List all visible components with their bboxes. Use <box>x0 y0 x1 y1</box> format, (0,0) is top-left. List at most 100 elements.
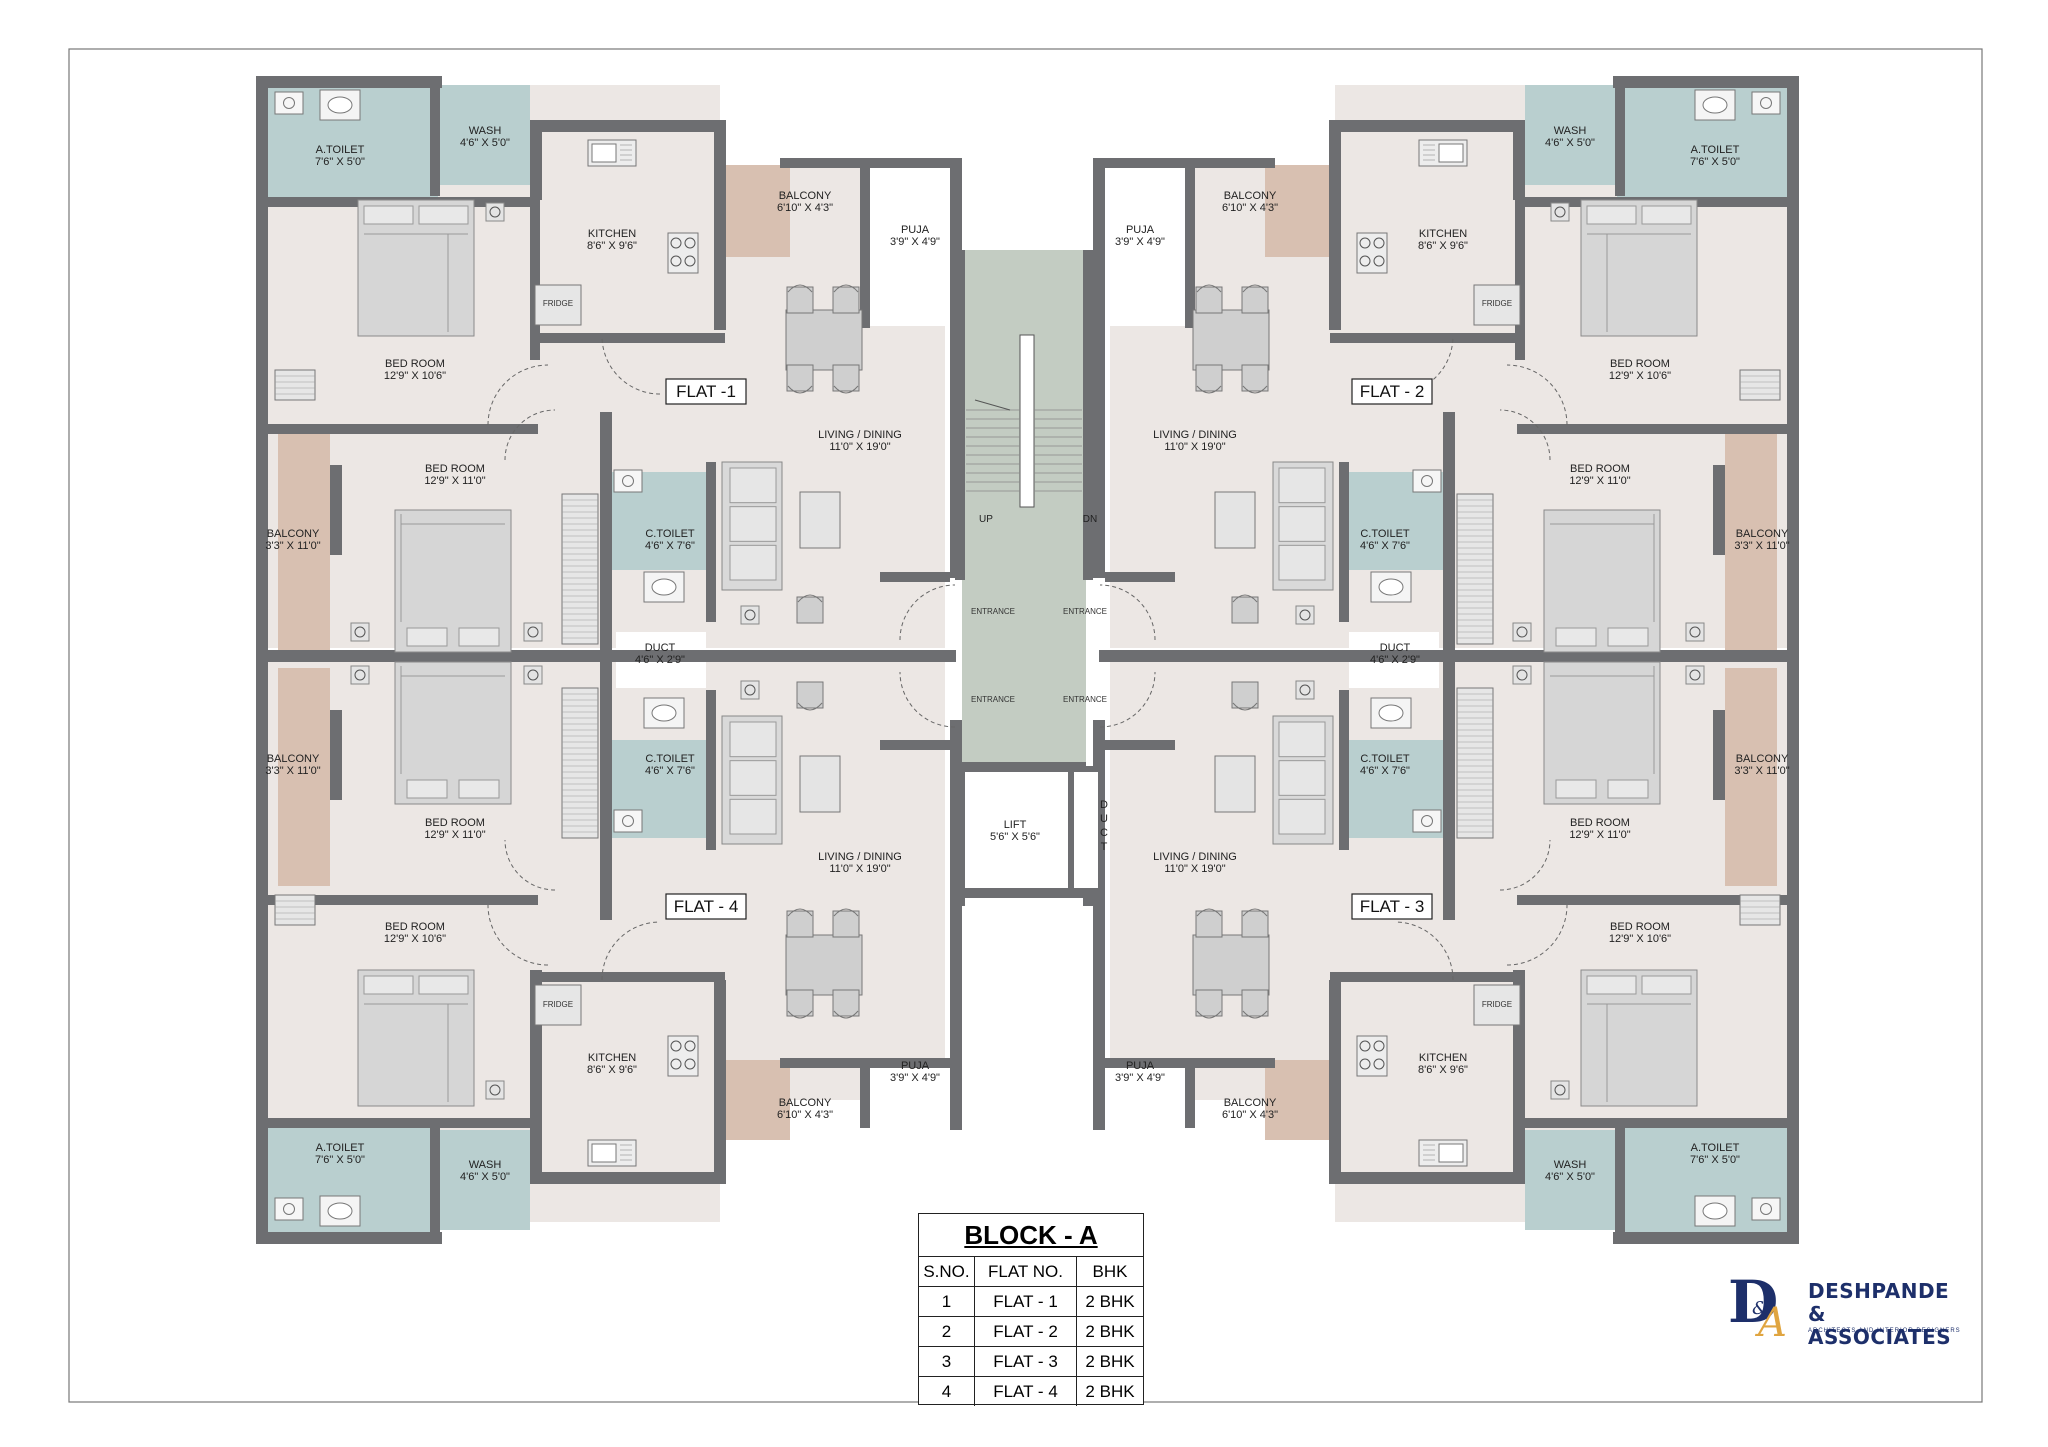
lamp <box>1689 626 1701 638</box>
room-label-living-line: LIVING / DINING <box>818 851 902 863</box>
wall <box>1517 424 1787 434</box>
lamp <box>1516 669 1528 681</box>
fridge-box <box>1473 284 1521 326</box>
svg-text:A: A <box>1754 1300 1787 1342</box>
room-label-balcony-line: 6'10" X 4'3" <box>1222 202 1278 214</box>
side-table-icon <box>485 1080 505 1100</box>
wall <box>1713 465 1725 555</box>
chair-back <box>797 594 823 603</box>
burner <box>684 1040 696 1052</box>
chair-back <box>833 1010 859 1019</box>
table-title: BLOCK - A <box>919 1214 1143 1257</box>
wc-bowl <box>1702 96 1728 114</box>
wardrobe-icon <box>1739 369 1781 401</box>
bed-icon <box>1543 661 1661 805</box>
wall <box>1068 772 1074 888</box>
stove-icon <box>667 232 699 274</box>
room-label-duct-line: DUCT <box>645 642 676 654</box>
chair-back <box>1196 385 1222 394</box>
wc-bowl <box>1702 1202 1728 1220</box>
coffee-table <box>799 491 841 549</box>
room-label-kitchen-line: KITCHEN <box>588 1052 636 1064</box>
room-label-balcony-line: BALCONY <box>267 753 320 765</box>
room-label-wash-line: WASH <box>469 1159 502 1171</box>
wall <box>955 766 965 906</box>
entrance-label-line: ENTRANCE <box>971 695 1015 704</box>
wall <box>962 762 1086 772</box>
wc-bowl <box>1378 578 1404 596</box>
chair-icon <box>1241 989 1269 1019</box>
pillow <box>458 779 500 799</box>
basin-drain <box>283 1203 295 1215</box>
lamp <box>1554 206 1566 218</box>
side-table-icon <box>740 680 760 700</box>
pillow <box>418 205 469 225</box>
lamp <box>527 626 539 638</box>
puja-floor <box>1107 168 1187 326</box>
fridge-label-line: FRIDGE <box>1482 299 1512 308</box>
room-label-balcony-line: BALCONY <box>1224 190 1277 202</box>
room-label-bedroom-line: 12'9" X 11'0" <box>424 475 485 487</box>
stair-up-label: UP <box>979 514 993 525</box>
burner <box>684 1058 696 1070</box>
chair-icon <box>1241 364 1269 394</box>
sofa-cushion <box>729 721 777 758</box>
burner <box>670 255 682 267</box>
side-table-icon <box>1512 665 1532 685</box>
chair-back <box>1232 594 1258 603</box>
burner <box>1373 237 1385 249</box>
wall <box>1517 895 1787 905</box>
chair-icon <box>1195 908 1223 938</box>
side-table-icon <box>740 605 760 625</box>
wall <box>1713 710 1725 800</box>
chair-back <box>787 908 813 917</box>
wall <box>955 250 965 580</box>
chair-icon <box>832 284 860 314</box>
wall <box>1339 462 1349 622</box>
wall <box>1615 1120 1625 1242</box>
side-table-icon <box>1512 622 1532 642</box>
duct-letter: D <box>1100 799 1108 811</box>
room-label-bedroom-line: 12'9" X 10'6" <box>384 933 446 945</box>
fridge-box <box>1473 984 1521 1026</box>
basin <box>274 1197 304 1221</box>
chair-icon <box>832 989 860 1019</box>
balcony-floor <box>1725 668 1777 886</box>
room-label-bedroom-line: 12'9" X 10'6" <box>1609 933 1671 945</box>
wall <box>860 1058 870 1128</box>
chair-seat <box>832 286 860 314</box>
wall <box>1185 1058 1195 1128</box>
wc-bowl <box>1378 704 1404 722</box>
entrance-label: ENTRANCE <box>1063 607 1107 616</box>
lamp <box>744 609 756 621</box>
stove <box>667 1035 699 1077</box>
side-table <box>523 622 543 642</box>
door-swing <box>601 921 661 981</box>
room-label-wash-line: 4'6" X 5'0" <box>460 1171 510 1183</box>
room-label-bedroom-line: BED ROOM <box>425 463 485 475</box>
lift-label-line: 5'6" X 5'6" <box>990 831 1040 843</box>
burner <box>684 255 696 267</box>
wall <box>430 1120 440 1242</box>
pillow <box>1607 779 1649 799</box>
basin <box>1751 91 1781 115</box>
basin-icon <box>613 809 643 833</box>
side-table <box>1550 202 1570 222</box>
svg-text:D: D <box>1728 1268 1778 1336</box>
room-label-puja-line: 3'9" X 4'9" <box>890 236 940 248</box>
entrance-label-line: ENTRANCE <box>1063 607 1107 616</box>
room-label-bedroom-line: BED ROOM <box>1570 817 1630 829</box>
burner <box>1359 237 1371 249</box>
table-cell: 2 BHK <box>1076 1346 1143 1377</box>
burner <box>1373 1040 1385 1052</box>
wall <box>1329 120 1525 132</box>
lamp <box>1299 609 1311 621</box>
door-swing <box>1394 335 1454 395</box>
stove <box>1356 1035 1388 1077</box>
